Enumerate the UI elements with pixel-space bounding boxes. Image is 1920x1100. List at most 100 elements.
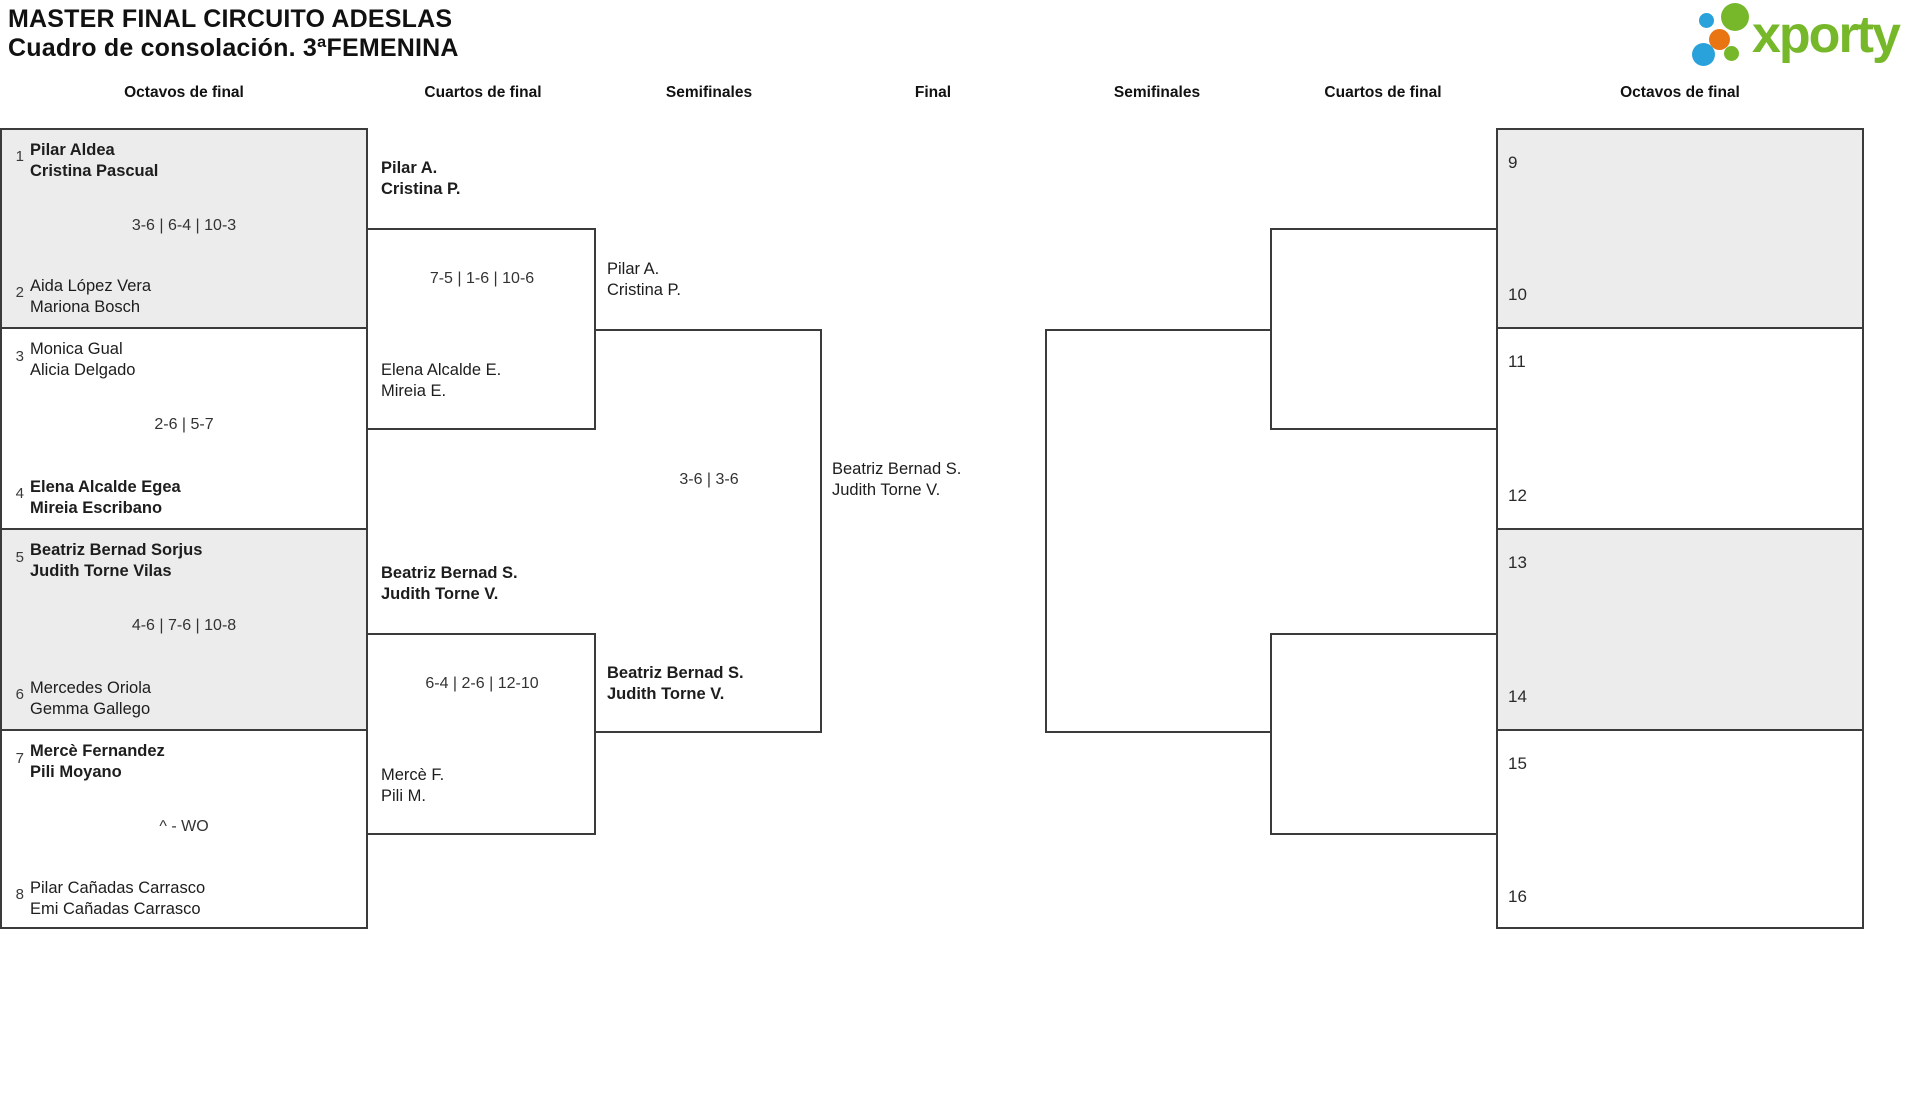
match-shade <box>2 130 366 327</box>
slot-number: 10 <box>1508 285 1527 304</box>
team-name: Pili M. <box>381 787 426 805</box>
match-shade <box>1498 130 1862 327</box>
match-score: 7-5 | 1-6 | 10-6 <box>429 270 535 287</box>
finalist-team: Beatriz Bernad S. Judith Torne V. <box>832 459 961 501</box>
team-name: Pilar A. <box>607 260 660 278</box>
semifinal-left-box <box>596 329 822 733</box>
round-header-semis-right: Semifinales <box>1113 84 1201 101</box>
seed-number: 2 <box>15 284 24 301</box>
seed-number: 3 <box>15 348 24 365</box>
advancing-team: Mercè F. Pili M. <box>381 765 444 807</box>
page-title: MASTER FINAL CIRCUITO ADESLAS Cuadro de … <box>8 5 459 63</box>
cuartos-left-box-2 <box>368 633 596 835</box>
team-name: Mireia E. <box>381 382 447 400</box>
team-entry: Pilar Cañadas Carrasco Emi Cañadas Carra… <box>30 878 205 920</box>
round-header-final: Final <box>914 84 952 101</box>
seed-number: 4 <box>15 485 24 502</box>
team-entry: Aida López Vera Mariona Bosch <box>30 276 151 318</box>
team-name: Cristina P. <box>381 180 461 198</box>
logo-dot-green-small <box>1724 46 1739 61</box>
slot-number: 11 <box>1508 352 1526 371</box>
logo-dot-blue-small <box>1699 13 1714 28</box>
seed-number: 7 <box>15 750 24 767</box>
match-score: 4-6 | 7-6 | 10-8 <box>131 617 237 634</box>
team-entry: Beatriz Bernad Sorjus Judith Torne Vilas <box>30 540 202 582</box>
team-name: Beatriz Bernad S. <box>832 460 962 478</box>
team-name: Judith Torne V. <box>381 585 499 603</box>
team-name: Judith Torne V. <box>607 685 725 703</box>
team-entry: Mercè Fernandez Pili Moyano <box>30 741 165 783</box>
team-entry: Mercedes Oriola Gemma Gallego <box>30 678 151 720</box>
semifinal-right-box <box>1045 329 1270 733</box>
cuartos-right-box-1 <box>1270 228 1496 430</box>
logo-dot-green-large <box>1721 3 1749 31</box>
team-name: Judith Torne V. <box>832 481 941 499</box>
match-divider <box>1498 729 1862 731</box>
team-name: Elena Alcalde Egea <box>30 478 181 496</box>
team-name: Mariona Bosch <box>30 298 141 316</box>
seed-number: 8 <box>15 886 24 903</box>
match-divider <box>2 729 366 731</box>
match-score: 6-4 | 2-6 | 12-10 <box>425 675 539 692</box>
seed-number: 6 <box>15 686 24 703</box>
team-name: Mercè F. <box>381 766 445 784</box>
team-name: Beatriz Bernad S. <box>381 564 518 582</box>
match-divider <box>2 528 366 530</box>
team-name: Pili Moyano <box>30 763 122 781</box>
logo-dot-blue-large <box>1692 43 1715 66</box>
slot-number: 13 <box>1508 553 1527 572</box>
round-header-cuartos-right: Cuartos de final <box>1324 84 1442 101</box>
team-name: Cristina Pascual <box>30 162 159 180</box>
advancing-team: Elena Alcalde E. Mireia E. <box>381 360 501 402</box>
advancing-team: Beatriz Bernad S. Judith Torne V. <box>381 563 518 605</box>
team-entry: Monica Gual Alicia Delgado <box>30 339 135 381</box>
octavos-right-box <box>1496 128 1864 929</box>
team-name: Beatriz Bernad S. <box>607 664 744 682</box>
team-name: Emi Cañadas Carrasco <box>30 900 201 918</box>
team-name: Pilar A. <box>381 159 438 177</box>
slot-number: 16 <box>1508 887 1527 906</box>
match-score: 3-6 | 3-6 <box>679 471 739 488</box>
slot-number: 14 <box>1508 687 1527 706</box>
cuartos-right-box-2 <box>1270 633 1496 835</box>
team-name: Aida López Vera <box>30 277 152 295</box>
page-title-line1: MASTER FINAL CIRCUITO ADESLAS <box>8 5 453 33</box>
team-entry: Elena Alcalde Egea Mireia Escribano <box>30 477 181 519</box>
team-name: Mercedes Oriola <box>30 679 152 697</box>
round-header-octavos-left: Octavos de final <box>124 84 244 101</box>
team-name: Mercè Fernandez <box>30 742 165 760</box>
slot-number: 9 <box>1508 153 1518 172</box>
seed-number: 1 <box>15 148 24 165</box>
advancing-team: Pilar A. Cristina P. <box>381 158 460 200</box>
match-divider <box>2 327 366 329</box>
advancing-team: Beatriz Bernad S. Judith Torne V. <box>607 663 744 705</box>
round-header-cuartos-left: Cuartos de final <box>424 84 542 101</box>
team-name: Pilar Cañadas Carrasco <box>30 879 206 897</box>
match-score: 2-6 | 5-7 <box>154 416 214 433</box>
slot-number: 12 <box>1508 486 1527 505</box>
match-score: ^ - WO <box>159 818 209 835</box>
match-shade <box>1498 530 1862 729</box>
xporty-logo[interactable]: xporty <box>1685 0 1915 80</box>
team-name: Monica Gual <box>30 340 123 358</box>
round-header-semis-left: Semifinales <box>665 84 753 101</box>
team-entry: Pilar Aldea Cristina Pascual <box>30 140 158 182</box>
team-name: Mireia Escribano <box>30 499 163 517</box>
team-name: Gemma Gallego <box>30 700 151 718</box>
match-score: 3-6 | 6-4 | 10-3 <box>131 217 237 234</box>
slot-number: 15 <box>1508 754 1527 773</box>
page-title-line2: Cuadro de consolación. 3ªFEMENINA <box>8 34 459 62</box>
team-name: Alicia Delgado <box>30 361 136 379</box>
match-divider <box>1498 327 1862 329</box>
team-name: Elena Alcalde E. <box>381 361 502 379</box>
team-name: Cristina P. <box>607 281 681 299</box>
cuartos-left-box-1 <box>368 228 596 430</box>
octavos-left-box <box>0 128 368 929</box>
team-name: Beatriz Bernad Sorjus <box>30 541 203 559</box>
seed-number: 5 <box>15 549 24 566</box>
round-header-octavos-right: Octavos de final <box>1620 84 1740 101</box>
match-shade <box>2 530 366 729</box>
match-divider <box>1498 528 1862 530</box>
team-name: Pilar Aldea <box>30 141 115 159</box>
